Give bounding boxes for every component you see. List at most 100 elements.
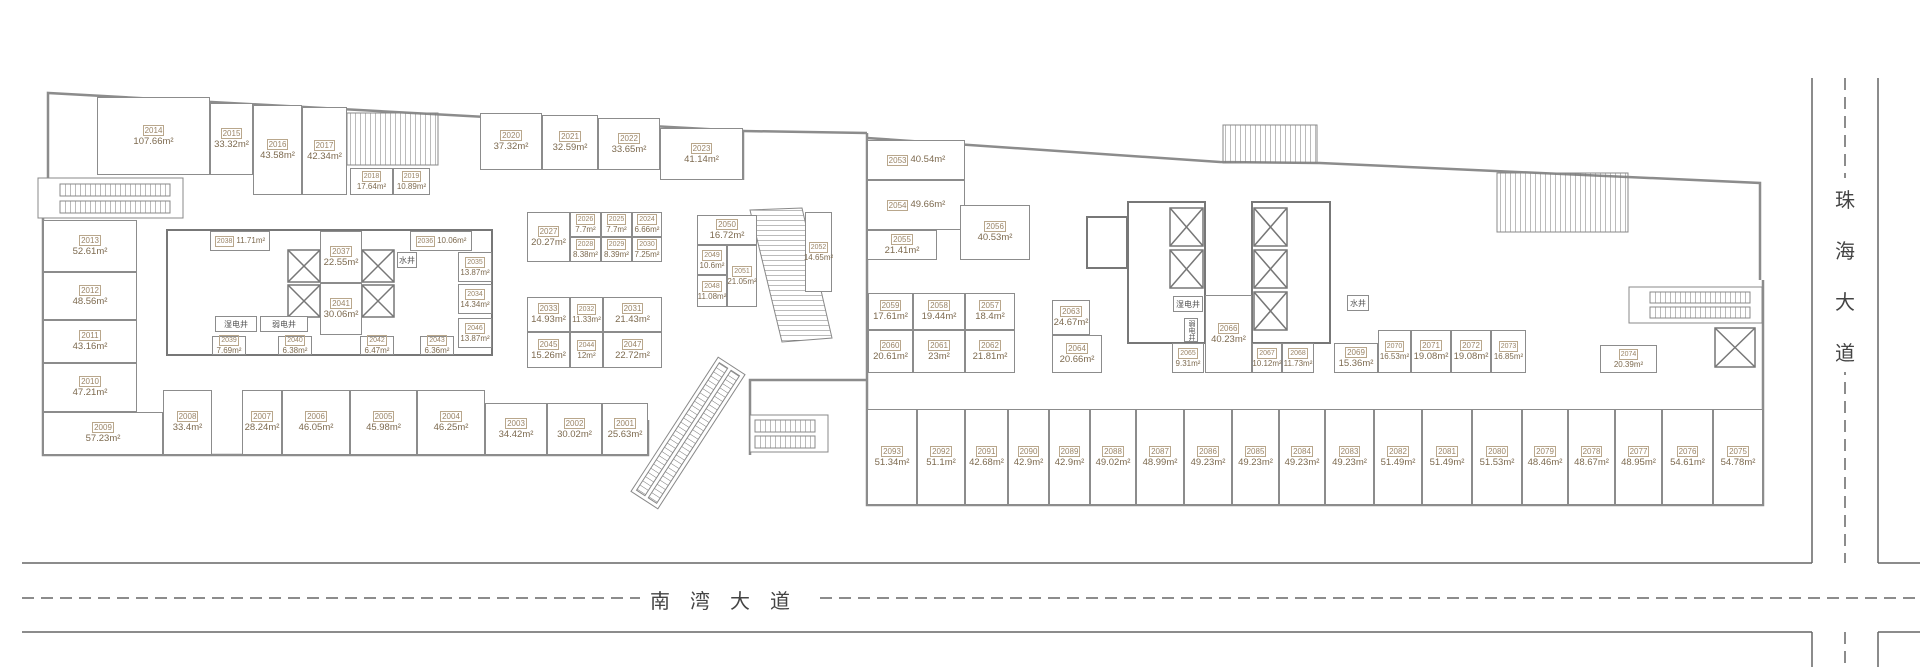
unit-area: 25.63m² — [607, 428, 643, 440]
unit-number: 2089 — [1058, 445, 1081, 457]
unit-number: 2048 — [702, 280, 722, 292]
unit-number: 2019 — [401, 171, 422, 182]
unit-number: 2008 — [176, 411, 199, 422]
unit-number: 2015 — [220, 127, 243, 139]
unit-area: 49.66m² — [910, 199, 946, 210]
